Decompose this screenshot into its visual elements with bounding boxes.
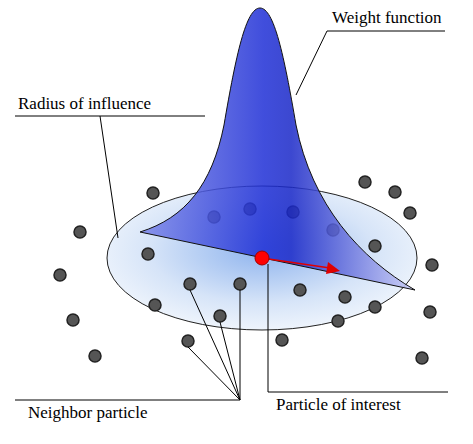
label-text: Weight function (332, 9, 442, 28)
particles-inside (142, 240, 381, 347)
particle-of-interest (255, 251, 269, 265)
label-text: Radius of influence (18, 95, 151, 114)
leader-lines (15, 31, 448, 400)
weight-function-surface (140, 8, 415, 290)
radius-arrow (326, 262, 340, 274)
label-text: Neighbor particle (28, 404, 147, 423)
label-text: Particle of interest (276, 396, 401, 415)
